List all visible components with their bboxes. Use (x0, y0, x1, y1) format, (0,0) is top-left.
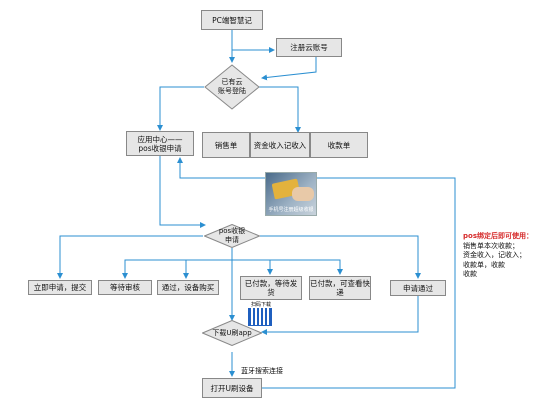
arrow-open-to-appcenter (177, 157, 456, 389)
paid-query-label: 已付款，可查看快 递 (310, 279, 370, 297)
download-app-label: 下载U刷app (212, 328, 252, 337)
arrow-decision-to-fund (258, 86, 301, 133)
pos-apply-decision: pos收银 申请 (204, 224, 260, 248)
arrow-pos-to-query (232, 259, 343, 275)
submit-box: 立即申请，提交 (28, 280, 92, 295)
paid-wait-box: 已付款，等待发 货 (240, 276, 302, 300)
apply-passed-label: 申请通过 (403, 283, 433, 293)
app-center-label: 应用中心—— pos收银申请 (137, 134, 183, 153)
pos-apply-label: pos收银 申请 (218, 227, 246, 244)
arrow-pos-to-wait (122, 248, 233, 279)
arrow-pos-to-approved (183, 259, 232, 279)
sales-order-label: 销售单 (214, 140, 238, 150)
pos-card-image: 手机号注册超级收银 (265, 172, 317, 216)
usage-note-title: pos绑定后即可使用： (463, 232, 533, 240)
card-image-caption: 手机号注册超级收银 (268, 207, 314, 213)
qr-caption: 扫码下载 (247, 302, 275, 308)
bluetooth-label: 蓝牙搜索连接 (241, 367, 283, 375)
usage-note-line: 收款 (463, 270, 477, 278)
wait-review-box: 等待审核 (98, 280, 152, 295)
arrow-decision-to-appcenter (157, 86, 204, 131)
open-device-label: 打开U刷设备 (210, 383, 254, 393)
arrow-appcenter-to-pos (159, 156, 206, 228)
fund-income-box: 资金收入记收入 (250, 132, 310, 158)
register-box: 注册云账号 (276, 38, 342, 57)
usage-note-line: 资金收入，记收入； (463, 251, 526, 259)
usage-note-line: 收款单，收款 (463, 260, 505, 269)
arrow-pos-to-submit (57, 235, 203, 279)
approved-buy-label: 通过，设备购买 (161, 283, 215, 292)
hand-shape (292, 187, 314, 201)
wait-review-label: 等待审核 (110, 283, 140, 292)
app-center-box: 应用中心—— pos收银申请 (126, 131, 194, 156)
apply-passed-box: 申请通过 (390, 280, 446, 296)
receipt-order-label: 收款单 (327, 140, 351, 150)
arrow-pos-to-passed (260, 235, 421, 279)
has-account-label: 已有云 账号登陆 (218, 78, 246, 95)
submit-label: 立即申请，提交 (33, 283, 87, 292)
has-account-decision: 已有云 账号登陆 (204, 64, 260, 110)
receipt-order-box: 收款单 (310, 132, 368, 158)
usage-note: pos绑定后即可使用： 销售单本次收款； 资金收入，记收入； 收款单，收款 收款 (463, 232, 543, 280)
arrow-register-to-decision (261, 57, 317, 81)
usage-note-line: 销售单本次收款； (463, 241, 519, 250)
open-device-box: 打开U刷设备 (202, 378, 262, 398)
arrow-pos-to-paid (232, 259, 273, 275)
qr-code-image: 扫码下载 (247, 302, 275, 326)
approved-buy-box: 通过，设备购买 (157, 280, 219, 295)
paid-query-box: 已付款，可查看快 递 (309, 276, 371, 300)
fund-income-label: 资金收入记收入 (253, 140, 307, 150)
paid-wait-label: 已付款，等待发 货 (244, 279, 298, 297)
register-label: 注册云账号 (290, 43, 328, 52)
sales-order-box: 销售单 (202, 132, 250, 158)
pc-login-box: PC端智慧记 (201, 10, 263, 30)
pc-login-label: PC端智慧记 (212, 15, 252, 25)
download-app-decision: 下载U刷app (202, 320, 262, 346)
arrow-passed-to-download (261, 296, 419, 335)
